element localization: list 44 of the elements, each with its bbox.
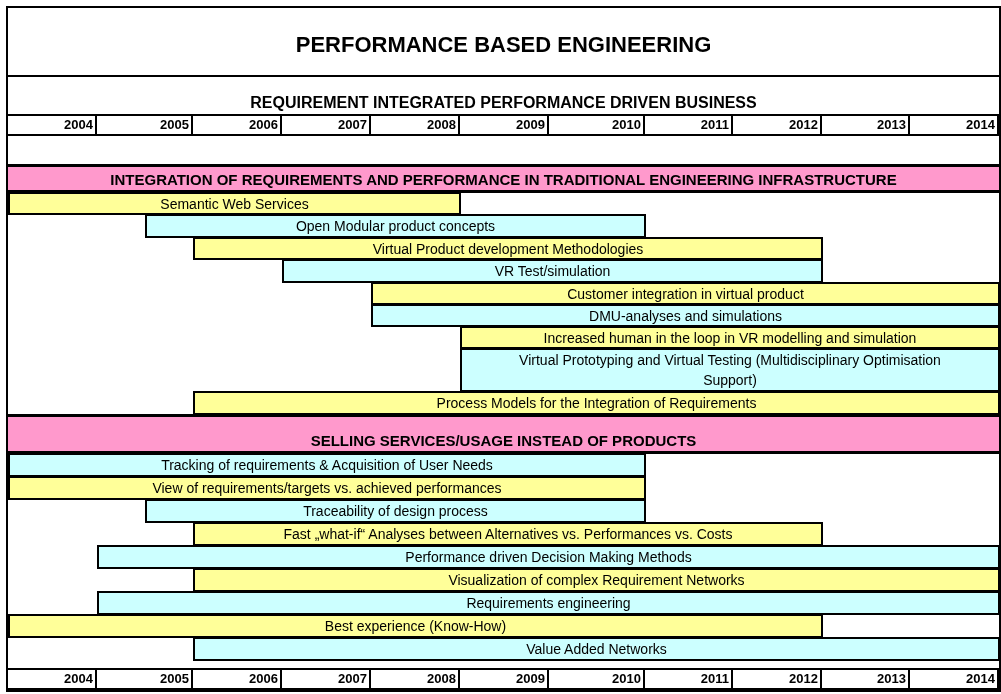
- year-heading: 2014: [910, 668, 1000, 690]
- timeline-bar: Open Modular product concepts: [145, 214, 646, 238]
- year-heading: 2011: [645, 114, 734, 136]
- timeline-bar: Semantic Web Services: [8, 192, 461, 215]
- timeline-bar: Fast „what-if“ Analyses between Alternatives vs. Performances vs. Costs: [193, 522, 823, 546]
- year-heading: 2009: [460, 114, 550, 136]
- section-header: SELLING SERVICES/USAGE INSTEAD OF PRODUCTS: [8, 414, 999, 454]
- timeline-bar: Tracking of requirements & Acquisition of User Needs: [8, 453, 646, 477]
- subtitle: REQUIREMENT INTEGRATED PERFORMANCE DRIVEN BUSINESS: [249, 94, 758, 112]
- timeline-bar: Performance driven Decision Making Methods: [97, 545, 1000, 569]
- timeline-bar: View of requirements/targets vs. achieved performances: [8, 476, 646, 500]
- timeline-bar: Value Added Networks: [193, 637, 1000, 661]
- timeline-bar: Visualization of complex Requirement Networks: [193, 568, 1000, 592]
- year-heading: 2013: [822, 114, 911, 136]
- year-heading: 2007: [282, 668, 372, 690]
- timeline-bar: Virtual Prototyping and Virtual Testing (Multidisciplinary Optimisation Support): [460, 348, 1000, 392]
- section-header: INTEGRATION OF REQUIREMENTS AND PERFORMANCE IN TRADITIONAL ENGINEERING INFRASTRUCTURE: [8, 164, 999, 193]
- timeline-bar: Best experience (Know-How): [8, 614, 823, 638]
- year-heading: 2005: [97, 668, 194, 690]
- timeline-bar: Process Models for the Integration of Requirements: [193, 391, 1000, 415]
- year-heading: 2012: [733, 668, 823, 690]
- timeline-bar: Virtual Product development Methodologies: [193, 237, 823, 260]
- year-heading: 2007: [282, 114, 372, 136]
- year-heading: 2006: [193, 114, 283, 136]
- year-heading: 2008: [371, 114, 461, 136]
- year-heading: 2005: [97, 114, 194, 136]
- timeline-bar: VR Test/simulation: [282, 259, 823, 283]
- year-heading: 2004: [8, 114, 98, 136]
- timeline-bar: Traceability of design process: [145, 499, 646, 523]
- year-heading: 2008: [371, 668, 461, 690]
- timeline-bar: Requirements engineering: [97, 591, 1000, 615]
- year-heading: 2012: [733, 114, 823, 136]
- year-heading: 2010: [549, 114, 646, 136]
- timeline-bar: DMU-analyses and simulations: [371, 304, 1000, 327]
- year-heading: 2013: [822, 668, 911, 690]
- title: PERFORMANCE BASED ENGINEERING: [294, 32, 713, 58]
- year-heading: 2014: [910, 114, 1000, 136]
- year-heading: 2009: [460, 668, 550, 690]
- year-heading: 2006: [193, 668, 283, 690]
- year-heading: 2004: [8, 668, 98, 690]
- timeline-bar: Increased human in the loop in VR modelling and simulation: [460, 326, 1000, 349]
- year-heading: 2011: [645, 668, 734, 690]
- year-heading: 2010: [549, 668, 646, 690]
- timeline-bar: Customer integration in virtual product: [371, 282, 1000, 305]
